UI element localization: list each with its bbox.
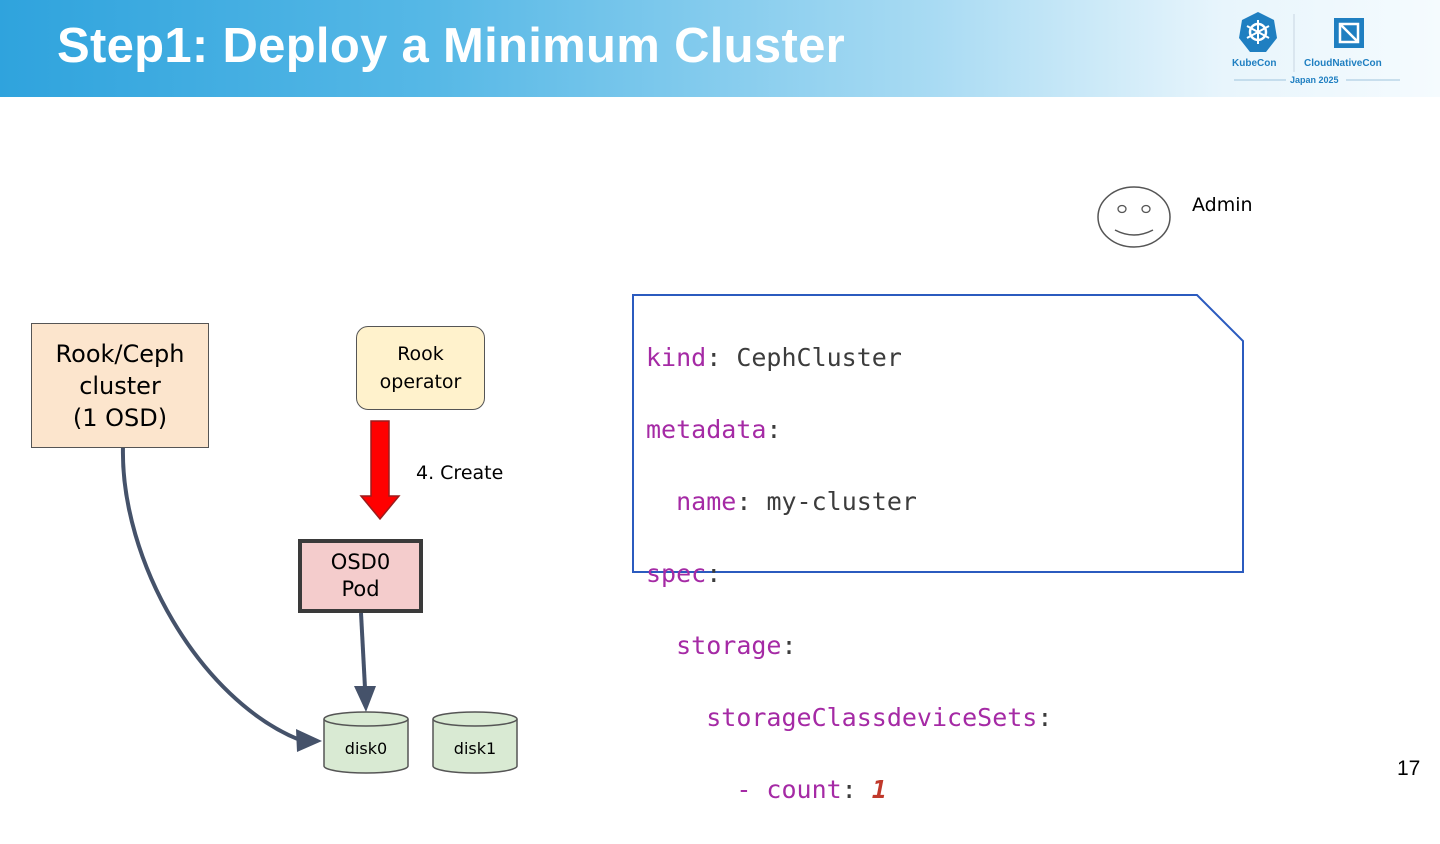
create-arrow [359,420,401,521]
disk0-label: disk0 [344,739,388,758]
disk1-cylinder [432,711,518,774]
yaml-key: name [676,487,737,516]
yaml-line-devicesets: storageClassdeviceSets: [706,703,1053,732]
create-arrow-label: 4. Create [416,462,504,484]
kubecon-helm-icon [1239,12,1277,52]
operator-line-1: Rook [397,343,444,365]
yaml-line-kind: kind: CephCluster [646,343,902,372]
conference-logo: KubeCon CloudNativeCon Japan 2025 [1228,10,1408,90]
page-number: 17 [1397,757,1421,780]
yaml-document-frame [632,294,1244,573]
yaml-line-name: name: my-cluster [676,487,917,516]
yaml-count-value: 1 [871,775,887,804]
yaml-key: spec [646,559,707,588]
cloudnativecon-wordmark: CloudNativeCon [1304,58,1382,69]
osd0-pod-box: OSD0 Pod [298,539,423,613]
osd-to-disk0-arrowhead [354,686,376,712]
kubecon-wordmark: KubeCon [1232,58,1277,69]
slide-title: Step1: Deploy a Minimum Cluster [57,19,845,73]
yaml-value: CephCluster [736,343,902,372]
cluster-line-2: cluster [79,371,161,400]
yaml-value: my-cluster [766,487,917,516]
operator-line-2: operator [379,371,462,393]
diagram-canvas [120,186,1244,774]
disk0-cylinder [323,711,409,774]
admin-label: Admin [1192,194,1253,216]
osd-line-2: Pod [341,577,380,601]
event-location: Japan 2025 [1290,75,1339,85]
yaml-key: kind [646,343,707,372]
yaml-key: storageClassdeviceSets [706,703,1038,732]
rook-ceph-cluster-box: Rook/Ceph cluster (1 OSD) [31,323,209,448]
yaml-line-spec: spec: [646,559,722,588]
cluster-line-1: Rook/Ceph [55,339,185,368]
conference-logo-graphic [1234,12,1400,81]
yaml-line-storage: storage: [676,631,797,660]
osd-to-disk0-connector [359,612,367,689]
yaml-line-metadata: metadata: [646,415,782,444]
yaml-key: - count [736,775,842,804]
osd-line-1: OSD0 [330,550,391,574]
disk1-label: disk1 [453,739,497,758]
admin-smiley-icon [1097,186,1171,248]
yaml-key: storage [676,631,782,660]
rook-operator-box: Rook operator [356,326,485,410]
yaml-key: metadata [646,415,767,444]
cncf-icon [1334,18,1364,48]
slide-header: Step1: Deploy a Minimum Cluster KubeCon [0,0,1440,97]
cluster-to-disk0-arrowhead [296,729,322,752]
cluster-to-disk0-connector [120,445,301,742]
cephcluster-yaml: kind: CephCluster metadata: name: my-clu… [646,304,1052,844]
yaml-line-count: - count: 1 [736,775,887,804]
cluster-line-3: (1 OSD) [72,403,168,432]
